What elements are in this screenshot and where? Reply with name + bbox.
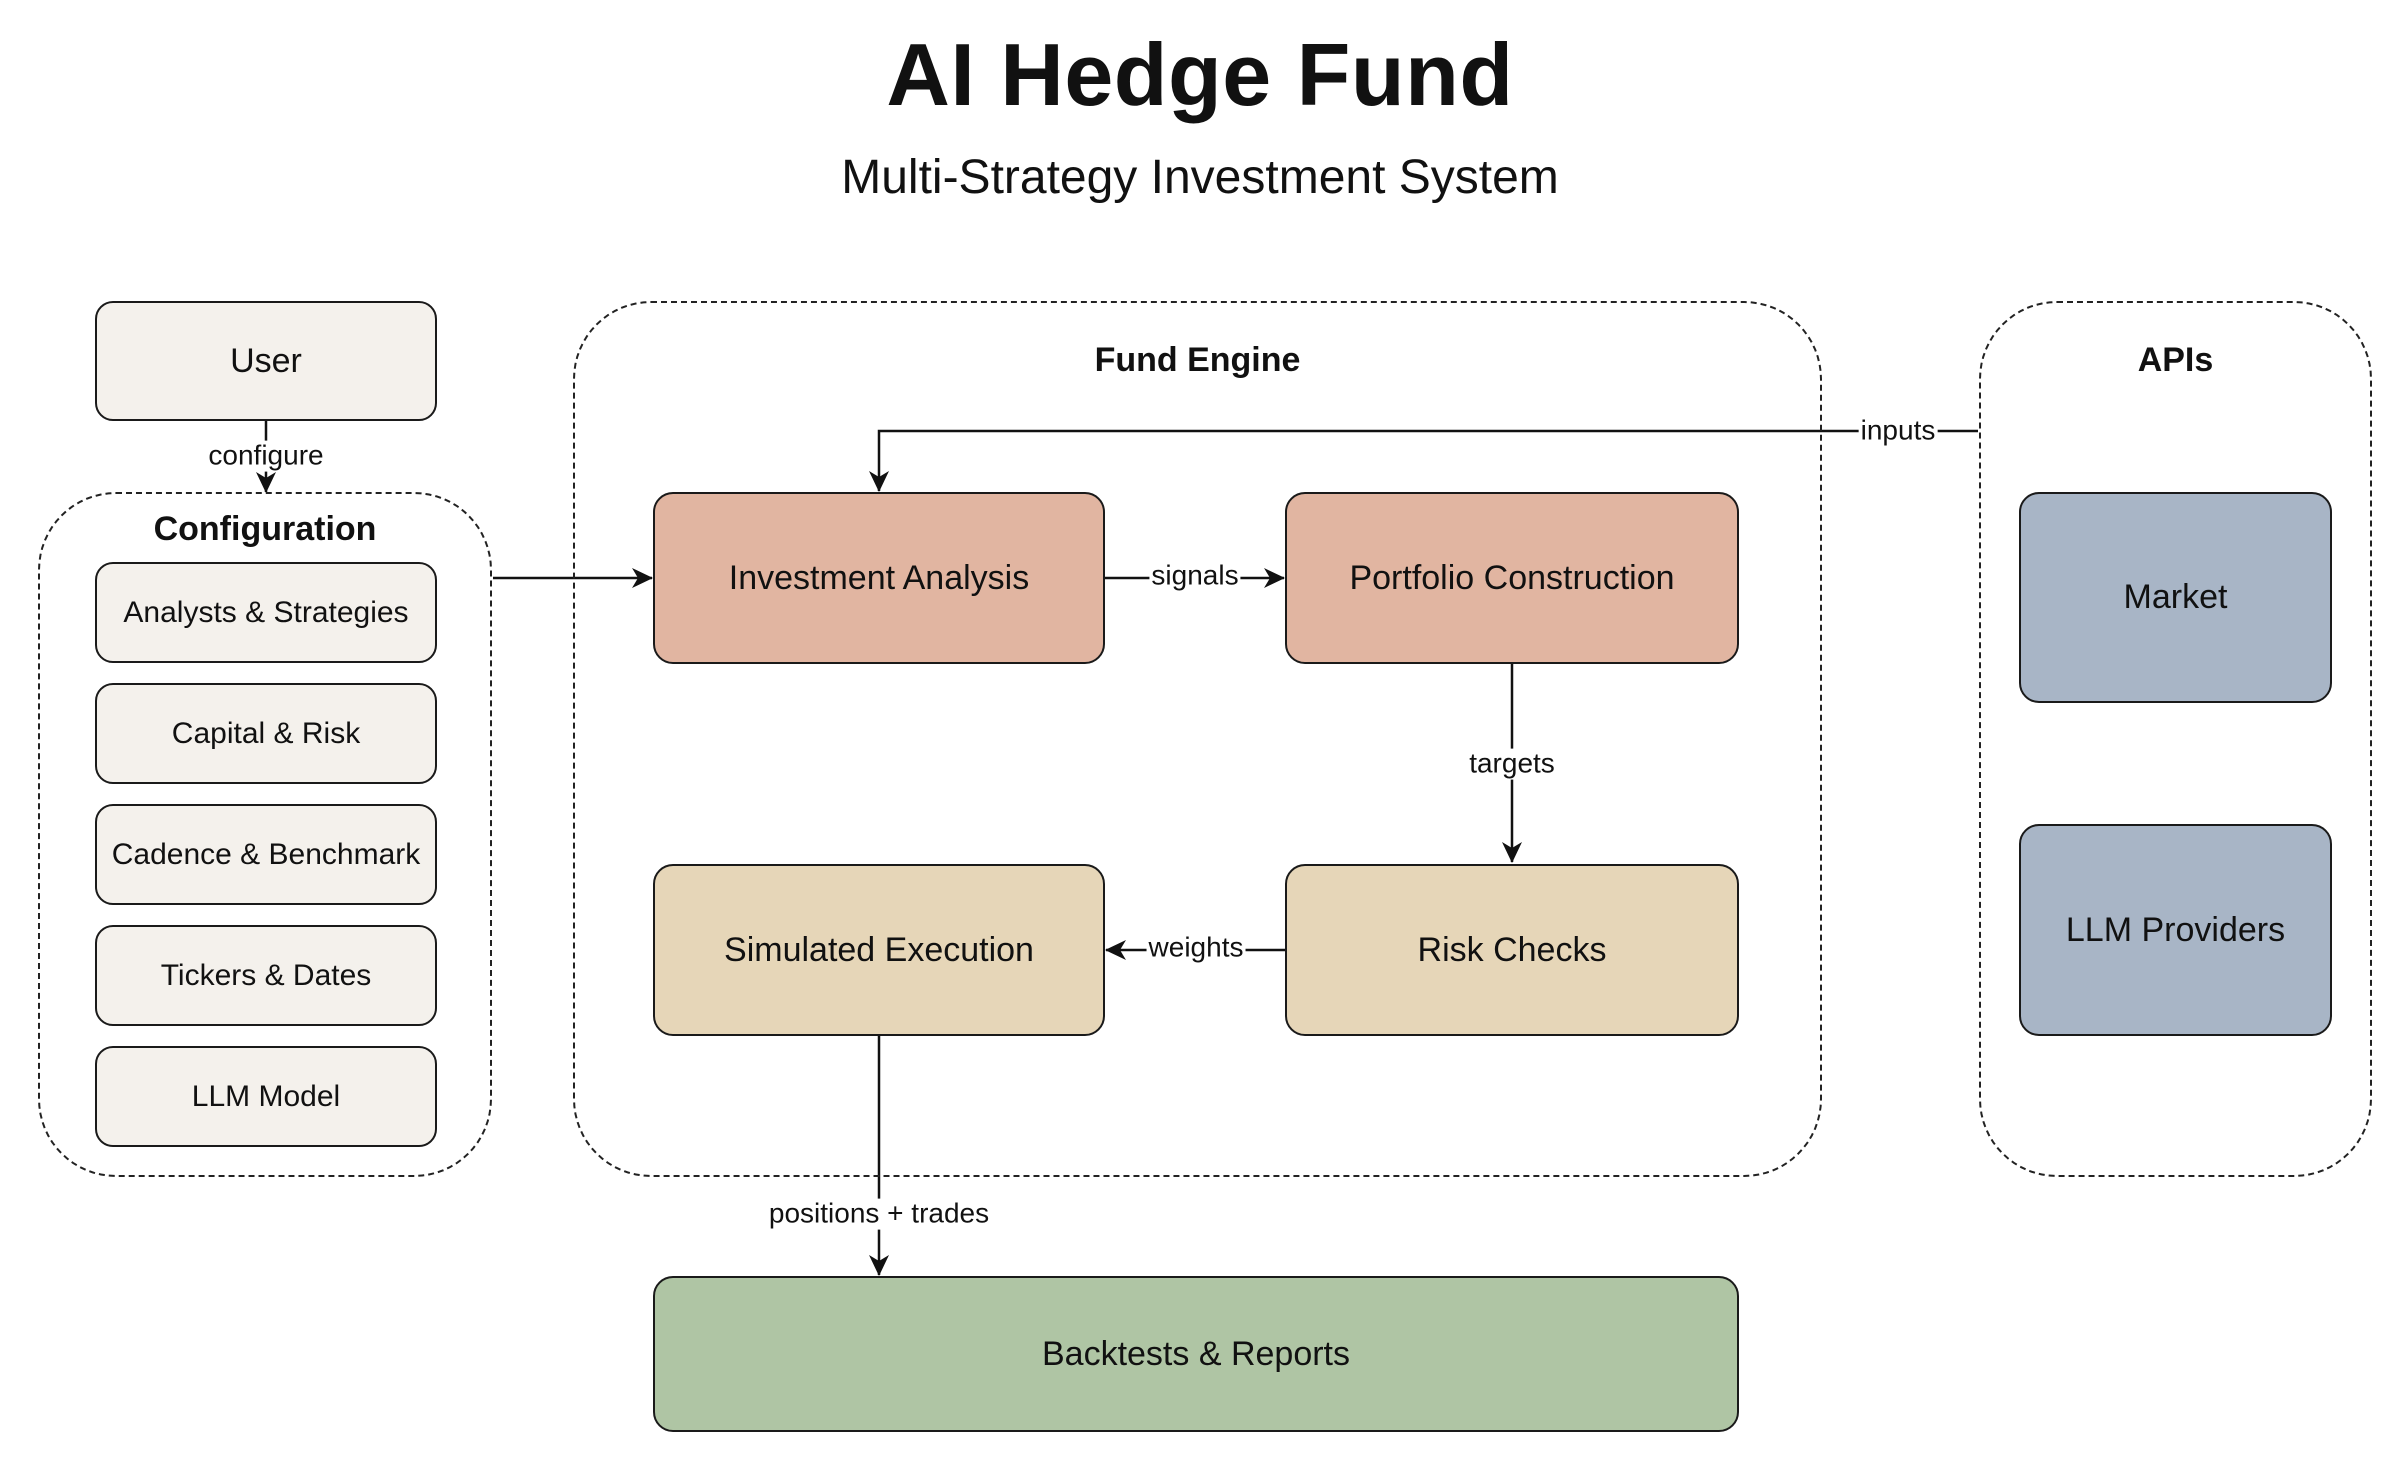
config-item-label: LLM Model xyxy=(191,1079,341,1113)
edge-label-configure: configure xyxy=(206,439,326,472)
market-label: Market xyxy=(2123,578,2228,616)
investment-analysis-label: Investment Analysis xyxy=(728,558,1030,597)
investment-analysis-node: Investment Analysis xyxy=(653,492,1105,664)
config-item-label: Analysts & Strategies xyxy=(123,595,409,629)
edge-label-weights: weights xyxy=(1146,931,1246,964)
edge-label-targets: targets xyxy=(1467,747,1557,780)
diagram-subtitle: Multi-Strategy Investment System xyxy=(841,151,1559,204)
config-item-tickers-dates: Tickers & Dates xyxy=(95,925,437,1026)
llm-providers-label: LLM Providers xyxy=(2065,910,2286,949)
portfolio-construction-label: Portfolio Construction xyxy=(1349,558,1675,597)
portfolio-construction-node: Portfolio Construction xyxy=(1285,492,1739,664)
configuration-title: Configuration xyxy=(153,510,377,548)
backtests-reports-node: Backtests & Reports xyxy=(653,1276,1739,1432)
edge-label-positions-trades: positions + trades xyxy=(766,1197,992,1230)
risk-checks-label: Risk Checks xyxy=(1417,930,1607,969)
config-item-cadence-benchmark: Cadence & Benchmark xyxy=(95,804,437,905)
risk-checks-node: Risk Checks xyxy=(1285,864,1739,1036)
llm-providers-node: LLM Providers xyxy=(2019,824,2332,1036)
user-node: User xyxy=(95,301,437,421)
config-item-label: Cadence & Benchmark xyxy=(111,837,421,871)
config-item-label: Capital & Risk xyxy=(171,716,361,750)
simulated-execution-node: Simulated Execution xyxy=(653,864,1105,1036)
fund-engine-group: Fund Engine xyxy=(573,301,1822,1177)
diagram-title: AI Hedge Fund xyxy=(886,25,1514,124)
apis-group: APIs xyxy=(1979,301,2372,1177)
simulated-execution-label: Simulated Execution xyxy=(724,930,1034,969)
config-item-llm-model: LLM Model xyxy=(95,1046,437,1147)
edge-label-inputs: inputs xyxy=(1858,414,1938,447)
fund-engine-title: Fund Engine xyxy=(1094,341,1301,379)
backtests-reports-label: Backtests & Reports xyxy=(1041,1334,1350,1373)
config-item-label: Tickers & Dates xyxy=(160,958,372,992)
edge-label-signals: signals xyxy=(1149,559,1241,592)
configuration-group: Configuration xyxy=(38,492,492,1177)
config-item-capital-risk: Capital & Risk xyxy=(95,683,437,784)
user-label: User xyxy=(230,341,302,380)
config-item-analysts-strategies: Analysts & Strategies xyxy=(95,562,437,663)
apis-title: APIs xyxy=(2137,341,2214,379)
edge-inputs xyxy=(869,429,1978,492)
market-node: Market xyxy=(2019,492,2332,703)
